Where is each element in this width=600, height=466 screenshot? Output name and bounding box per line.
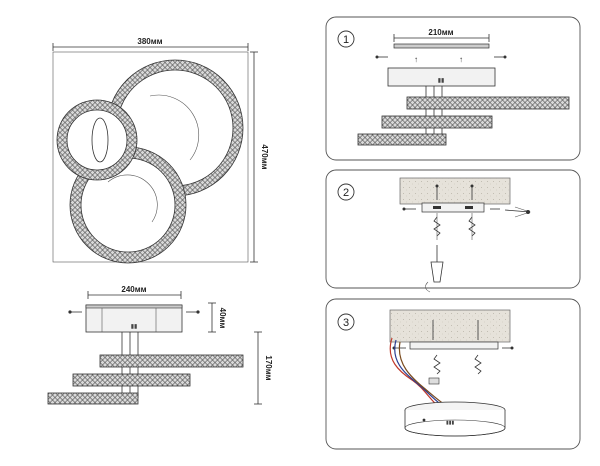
step-1-mounting-plate: [387, 67, 496, 87]
step-1-bracket: [393, 43, 490, 49]
step-2-badge: [337, 183, 355, 201]
arrow-up-icon: ↑: [459, 55, 463, 64]
step-3-panel: 3 ▮▮▮: [325, 298, 581, 450]
screw-icon: [186, 310, 200, 314]
svg-text:▮▮▮: ▮▮▮: [446, 420, 455, 426]
step-1-panel: 1 210мм ↑ ↑ ▮▮: [325, 16, 581, 161]
screw-icon: [502, 346, 514, 350]
ring-profile-lower: [47, 392, 139, 405]
screw-icon: [494, 55, 507, 59]
side-view: 240мм ▮▮ 40мм 170мм: [47, 285, 273, 405]
front-view-bounding-frame: [52, 51, 249, 263]
screwdriver-icon: [425, 245, 444, 293]
screw-icon: [68, 310, 82, 314]
terminal-block-icon: [428, 377, 440, 385]
step-3-number: 3: [343, 317, 349, 329]
total-height-label: 170мм: [264, 355, 273, 380]
step-1-badge: [337, 30, 355, 48]
ring-profile-upper: [99, 354, 244, 368]
front-view: 380мм 470мм: [52, 37, 269, 264]
front-width-label: 380мм: [137, 37, 162, 46]
screwdriver-icon: [526, 210, 530, 214]
step-3-badge: [337, 313, 355, 331]
step-2-bracket: [421, 202, 485, 213]
side-width-label: 240мм: [121, 285, 146, 294]
screw-icon: [433, 354, 482, 375]
step-2-number: 2: [343, 187, 349, 199]
small-ring: [56, 99, 138, 181]
wire-red: [389, 337, 441, 409]
screw-icon: [375, 55, 388, 59]
svg-text:▮▮: ▮▮: [438, 78, 445, 84]
step-1-ring-lower: [357, 133, 447, 146]
step-2-panel: 2: [325, 169, 581, 293]
screw-icon: [402, 207, 416, 211]
step-3-luminaire-base: ▮▮▮: [404, 401, 506, 437]
anchor-screw-icon: [432, 320, 479, 340]
step-1-width-label: 210мм: [428, 28, 453, 37]
ring-profile-middle: [72, 373, 191, 387]
step-3-bracket: [409, 341, 499, 350]
anchor-screw-icon: [435, 184, 439, 200]
step-3-ceiling: [389, 309, 511, 343]
screw-icon: [468, 213, 476, 240]
anchor-screw-icon: [470, 184, 474, 200]
plate-height-label: 40мм: [218, 308, 227, 329]
front-height-label: 470мм: [260, 144, 269, 169]
arrow-up-icon: ↑: [414, 55, 418, 64]
svg-text:▮▮: ▮▮: [131, 324, 138, 330]
step-1-ring-middle: [381, 115, 493, 129]
step-2-ceiling: [399, 177, 511, 205]
step-1-number: 1: [343, 34, 349, 46]
screw-icon: [433, 213, 441, 240]
step-1-ring-upper: [406, 96, 570, 110]
